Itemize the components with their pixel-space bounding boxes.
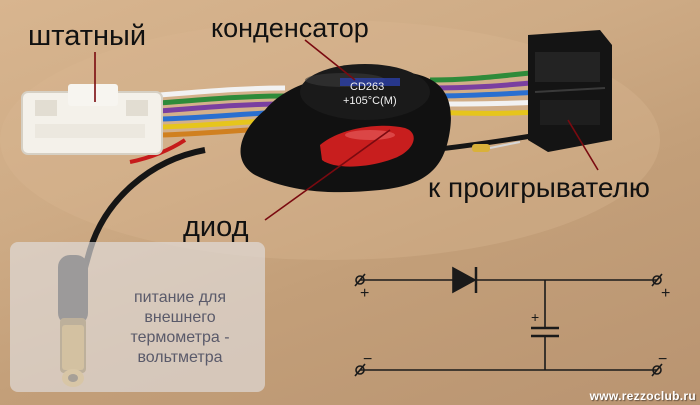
- schematic-right-minus: −: [658, 351, 667, 368]
- caption-line-2: внешнего: [144, 309, 216, 326]
- capacitor-marking-1: CD263: [350, 81, 384, 93]
- label-capacitor: конденсатор: [211, 13, 369, 43]
- resistor: [472, 141, 521, 152]
- schematic-cap-plus: +: [531, 309, 539, 325]
- black-connector-icon: [528, 30, 612, 152]
- label-diode: диод: [183, 211, 249, 243]
- watermark: www.rezzoclub.ru: [589, 389, 696, 403]
- caption-text: питание для внешнего термометра - вольтм…: [100, 288, 260, 368]
- label-stock: штатный: [28, 20, 147, 52]
- label-to-player: к проигрывателю: [428, 172, 650, 203]
- pointer-lines: [94, 39, 599, 221]
- wire-bundle-left: [159, 85, 286, 138]
- caption-line-4: вольтметра: [137, 349, 223, 366]
- capacitor-marking-2: +105°C(M): [343, 95, 397, 107]
- caption-line-3: термометра -: [130, 329, 230, 346]
- caption-overlay: [10, 242, 265, 392]
- schematic-left-plus: +: [360, 285, 369, 302]
- circuit-schematic: + + − − +: [354, 266, 670, 377]
- white-connector-icon: [21, 84, 163, 155]
- schematic-right-plus: +: [661, 285, 670, 302]
- caption-line-1: питание для: [133, 289, 227, 306]
- capacitor-band: [340, 78, 400, 86]
- schematic-left-minus: −: [363, 351, 372, 368]
